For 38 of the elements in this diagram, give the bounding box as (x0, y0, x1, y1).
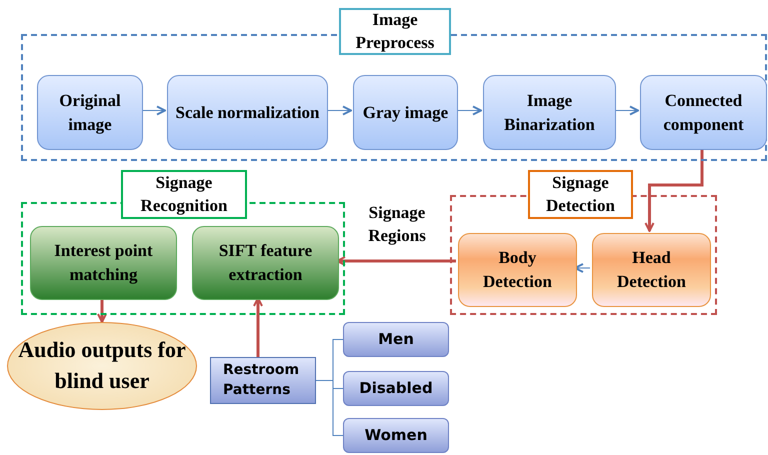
process-box (483, 75, 616, 150)
arrow (140, 106, 166, 116)
box-label: Head Detection (616, 247, 687, 293)
box-label: Connected component (662, 90, 745, 136)
group-title: Image Preprocess (339, 8, 451, 55)
box-label: Women (364, 425, 428, 446)
process-box (353, 75, 458, 150)
arrow (614, 106, 639, 116)
process-box (167, 75, 328, 150)
box-label: Image Binarization (503, 90, 596, 136)
option-box (343, 418, 449, 453)
box-label: Men (377, 329, 415, 350)
arrow (253, 297, 263, 357)
arrow (326, 106, 352, 116)
process-box (458, 233, 577, 307)
box-label: Interest point matching (53, 240, 154, 286)
process-box (592, 233, 711, 307)
box-label: Restroom Patterns (222, 360, 300, 400)
box-label: Scale normalization (174, 102, 320, 124)
process-box (640, 75, 767, 150)
process-box (30, 226, 177, 300)
arrow (97, 298, 107, 323)
box-label: Original image (58, 90, 122, 136)
process-box (192, 226, 339, 300)
arrow (456, 106, 482, 116)
option-box (343, 371, 449, 406)
option-box (343, 322, 449, 357)
arrow (644, 148, 704, 232)
pattern-box (210, 357, 316, 404)
box-label: Disabled (358, 378, 434, 399)
box-label: Gray image (362, 102, 450, 124)
connector-line (316, 380, 344, 436)
process-box (37, 75, 143, 150)
box-label: Body Detection (482, 247, 553, 293)
box-label: Audio outputs for blind user (17, 336, 187, 395)
group-title: Signage Detection (528, 170, 633, 219)
box-label: SIFT feature extraction (218, 240, 314, 286)
group-title: Signage Recognition (121, 170, 247, 219)
